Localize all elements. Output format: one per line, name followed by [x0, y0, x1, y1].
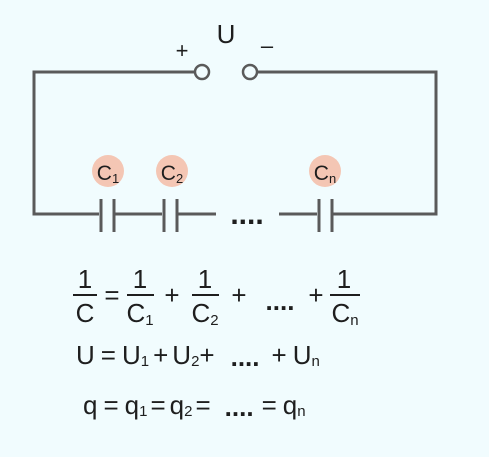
- formula-voltage: U=U1+U2+....+Un: [76, 340, 320, 372]
- label-sub: 1: [112, 171, 119, 186]
- plus-sign: +: [231, 280, 246, 310]
- capacitor-c2-plates: [162, 199, 179, 232]
- svg-text:C1: C1: [126, 298, 153, 329]
- svg-text:1: 1: [133, 264, 147, 294]
- svg-text:Cn: Cn: [314, 162, 336, 186]
- formula-capacitance: 1 C = 1 C1 + 1 C2 + .... + 1 Cn: [73, 264, 360, 329]
- fraction-term-1: 1 C1: [126, 264, 154, 329]
- label-sub: 2: [176, 171, 183, 186]
- svg-text:C2: C2: [191, 298, 218, 329]
- left-wire: [32, 70, 195, 216]
- label-badge: [156, 155, 188, 187]
- fraction-term-n: 1 Cn: [330, 264, 360, 329]
- circuit: [32, 70, 438, 232]
- svg-text:C2: C2: [161, 162, 183, 186]
- fraction-lhs: 1 C: [73, 264, 97, 328]
- formula-charge: q=q1=q2=....=qn: [83, 390, 306, 422]
- svg-text:Cn: Cn: [331, 298, 358, 329]
- capacitor-label-c2: C2: [156, 155, 188, 187]
- label-base: C: [314, 162, 329, 185]
- svg-text:1: 1: [198, 264, 212, 294]
- equals-sign: =: [104, 280, 119, 310]
- capacitor-label-cn: Cn: [309, 155, 341, 187]
- voltage-label: U: [217, 19, 236, 49]
- circuit-ellipsis: ....: [230, 198, 263, 231]
- capacitor-cn-plates: [317, 199, 334, 232]
- ellipsis: ....: [266, 286, 295, 316]
- plus-sign: +: [164, 280, 179, 310]
- capacitor-c1-plates: [99, 199, 116, 232]
- svg-text:1: 1: [337, 264, 351, 294]
- capacitor-label-c1: C1: [92, 155, 124, 187]
- label-badge: [309, 155, 341, 187]
- terminal-negative: [241, 63, 259, 81]
- fraction-term-2: 1 C2: [191, 264, 219, 329]
- plus-sign: +: [176, 38, 189, 63]
- label-badge: [92, 155, 124, 187]
- svg-text:1: 1: [78, 264, 92, 294]
- label-base: C: [161, 162, 176, 185]
- minus-sign: –: [261, 33, 274, 58]
- svg-text:C: C: [76, 298, 95, 328]
- svg-text:C1: C1: [97, 162, 119, 186]
- right-wire: [256, 70, 438, 216]
- label-base: C: [97, 162, 112, 185]
- terminal-positive: [193, 63, 211, 81]
- label-sub: n: [329, 171, 336, 186]
- plus-sign: +: [308, 280, 323, 310]
